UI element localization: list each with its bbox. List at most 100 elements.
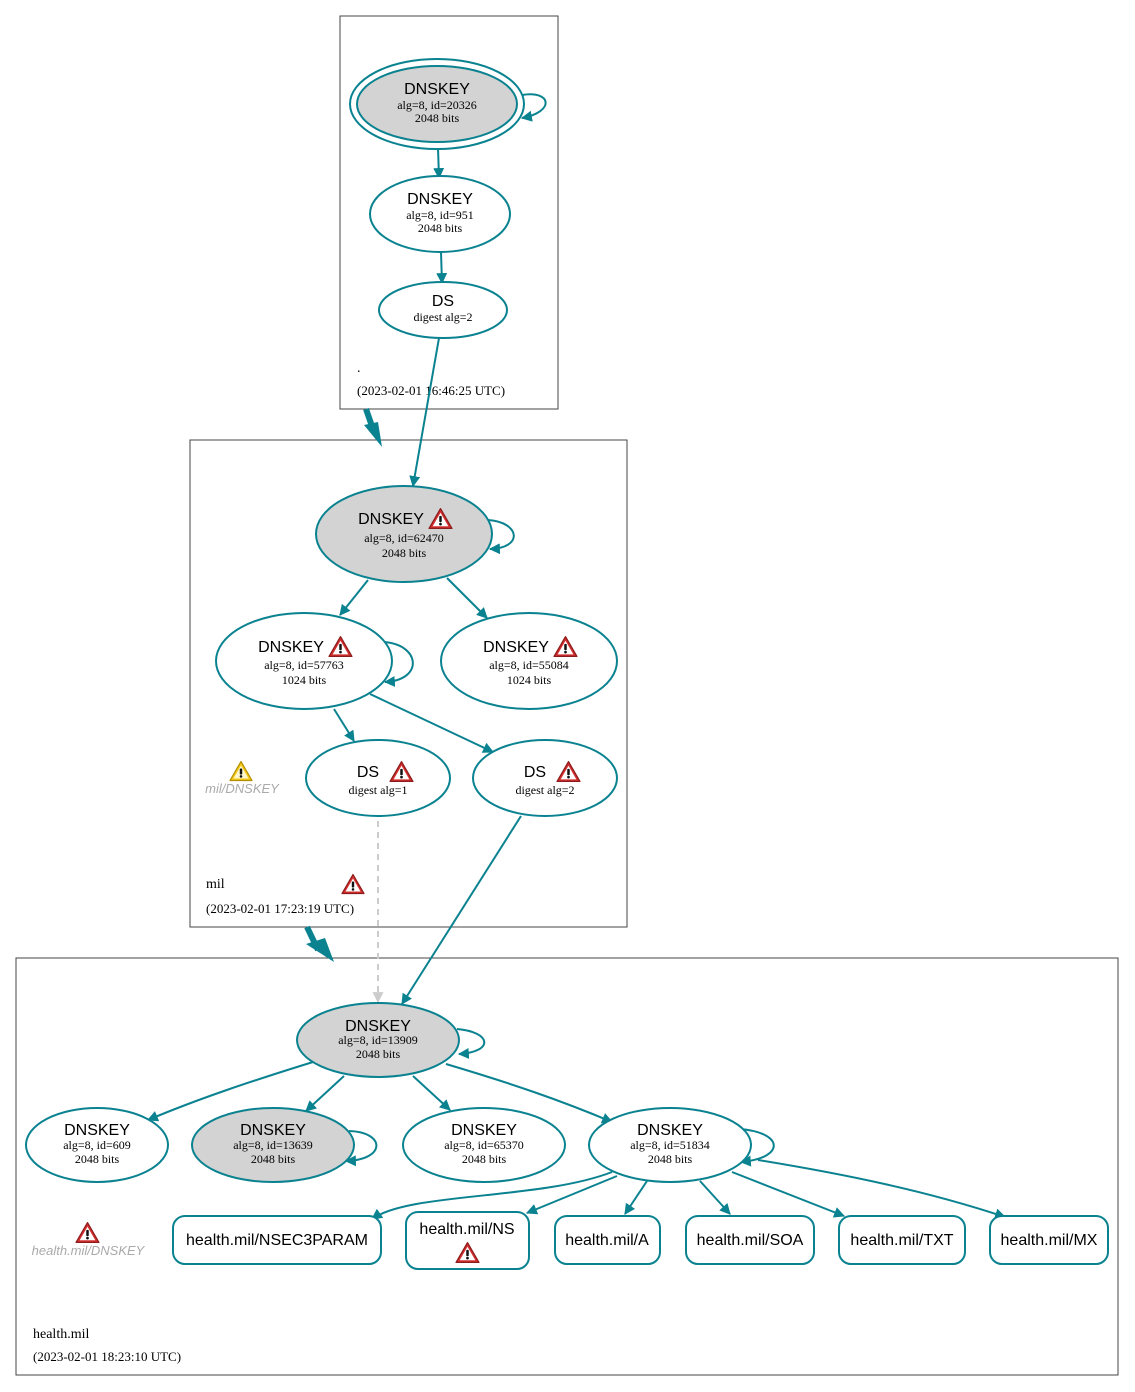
zone-root-border: [339, 15, 559, 410]
node-root-ksk-size: 2048 bits: [415, 111, 460, 125]
node-hm-k51834-title: DNSKEY: [637, 1122, 703, 1139]
edge-root-ksk-self: [520, 93, 547, 122]
node-mil-ds1-title: DS: [357, 764, 379, 781]
edge-k51834-nsec3param: [371, 1171, 613, 1220]
ghost-mil-dnskey-warning-icon: [229, 760, 253, 782]
node-mil-k55084[interactable]: DNSKEY alg=8, id=55084 1024 bits: [440, 612, 618, 710]
rrset-ns[interactable]: health.mil/NS: [405, 1211, 530, 1270]
edge-k51834-ns: [525, 1175, 618, 1215]
edge-hm-k51834-self: [738, 1128, 775, 1167]
rrset-soa[interactable]: health.mil/SOA: [685, 1215, 815, 1265]
edge-root-zsk-ds: [436, 251, 448, 285]
node-mil-ksk-detail: alg=8, id=62470: [364, 531, 444, 545]
node-hm-k65370[interactable]: DNSKEY alg=8, id=65370 2048 bits: [402, 1107, 566, 1183]
rrset-mx[interactable]: health.mil/MX: [989, 1215, 1109, 1265]
zone-root-name: .: [357, 361, 361, 376]
zone-mil-name: mil: [206, 877, 225, 892]
node-root-ds[interactable]: DS digest alg=2: [378, 281, 508, 339]
rrset-ns-label: health.mil/NS: [419, 1221, 514, 1238]
rrset-a-label: health.mil/A: [565, 1232, 649, 1249]
edge-mil-ds2-health-ksk: [401, 815, 522, 1005]
node-mil-ds2-detail: digest alg=2: [515, 783, 574, 797]
node-hm-k51834-size: 2048 bits: [648, 1152, 693, 1166]
edge-mil-k1-self: [381, 641, 414, 687]
node-root-zsk[interactable]: DNSKEY alg=8, id=951 2048 bits: [369, 175, 511, 253]
zone-health-mil: health.mil (2023-02-01 18:23:10 UTC): [15, 957, 1119, 1376]
edge-hm-ksk-k13639: [305, 1075, 345, 1112]
edge-mil-k1-ds1: [333, 708, 355, 742]
edge-root-ds-mil-ksk: [409, 337, 440, 488]
node-hm-ksk-size: 2048 bits: [356, 1047, 401, 1061]
rrset-nsec3param-label: health.mil/NSEC3PARAM: [186, 1232, 368, 1249]
node-mil-k57763[interactable]: DNSKEY alg=8, id=57763 1024 bits: [215, 612, 393, 710]
zone-root: . (2023-02-01 16:46:25 UTC): [339, 15, 559, 410]
node-root-ksk-title: DNSKEY: [404, 81, 470, 98]
zone-root-timestamp: (2023-02-01 16:46:25 UTC): [357, 383, 505, 398]
rrset-txt-label: health.mil/TXT: [850, 1232, 953, 1249]
rrset-mx-label: health.mil/MX: [1001, 1232, 1098, 1249]
node-hm-k609-detail: alg=8, id=609: [63, 1138, 131, 1152]
node-mil-k1-detail: alg=8, id=57763: [264, 658, 344, 672]
node-mil-ds2[interactable]: DS digest alg=2: [472, 739, 618, 817]
zone-health-timestamp: (2023-02-01 18:23:10 UTC): [33, 1349, 181, 1364]
node-hm-ksk-detail: alg=8, id=13909: [338, 1033, 418, 1047]
node-hm-k13639[interactable]: DNSKEY alg=8, id=13639 2048 bits: [191, 1107, 355, 1183]
node-hm-k609[interactable]: DNSKEY alg=8, id=609 2048 bits: [25, 1107, 169, 1183]
rrset-nsec3param[interactable]: health.mil/NSEC3PARAM: [172, 1215, 382, 1265]
node-root-ksk[interactable]: DNSKEY alg=8, id=20326 2048 bits: [349, 58, 525, 150]
node-root-ds-detail: digest alg=2: [413, 310, 472, 324]
rrset-txt[interactable]: health.mil/TXT: [838, 1215, 966, 1265]
node-hm-k51834[interactable]: DNSKEY alg=8, id=51834 2048 bits: [588, 1107, 752, 1183]
edge-k51834-txt: [731, 1171, 846, 1218]
node-mil-ds1[interactable]: DS digest alg=1: [305, 739, 451, 817]
edge-mil-ksk-k2: [446, 577, 488, 619]
edge-root-ksk-zsk: [433, 147, 445, 180]
node-hm-k65370-size: 2048 bits: [462, 1152, 507, 1166]
edge-hm-ksk-k51834: [445, 1063, 614, 1124]
edge-k51834-mx: [757, 1159, 1007, 1220]
node-hm-k65370-detail: alg=8, id=65370: [444, 1138, 524, 1152]
node-mil-k2-detail: alg=8, id=55084: [489, 658, 569, 672]
zone-mil-error-icon[interactable]: [341, 873, 365, 895]
zone-health-name: health.mil: [33, 1327, 89, 1342]
node-mil-k1-size: 1024 bits: [282, 673, 327, 687]
node-mil-k1-title: DNSKEY: [258, 639, 324, 656]
ghost-health-dnskey[interactable]: health.mil/DNSKEY: [32, 1221, 146, 1258]
edges: [146, 93, 1007, 1220]
edge-mil-k1-ds2: [369, 693, 494, 753]
node-mil-k2-size: 1024 bits: [507, 673, 552, 687]
zone-mil: mil (2023-02-01 17:23:19 UTC): [189, 439, 628, 928]
node-hm-ksk-title: DNSKEY: [345, 1018, 411, 1035]
edge-hm-ksk-k65370: [412, 1075, 451, 1111]
edge-k51834-a: [624, 1180, 648, 1215]
edge-mil-ksk-self: [487, 519, 515, 555]
node-root-zsk-detail: alg=8, id=951: [406, 208, 474, 222]
ghost-health-dnskey-label: health.mil/DNSKEY: [32, 1243, 146, 1258]
node-hm-k13639-detail: alg=8, id=13639: [233, 1138, 313, 1152]
node-root-ds-title: DS: [432, 293, 454, 310]
ghost-mil-dnskey[interactable]: mil/DNSKEY: [205, 760, 280, 797]
node-mil-ds1-detail: digest alg=1: [348, 783, 407, 797]
edge-hm-ksk-k609: [146, 1061, 314, 1122]
zone-health-border: [15, 957, 1119, 1376]
node-hm-k13639-size: 2048 bits: [251, 1152, 296, 1166]
zone-mil-border: [189, 439, 628, 928]
delegation-root-mil-head: [364, 422, 382, 447]
node-mil-ksk-title: DNSKEY: [358, 511, 424, 528]
node-hm-k609-size: 2048 bits: [75, 1152, 120, 1166]
node-hm-k65370-title: DNSKEY: [451, 1122, 517, 1139]
rrset-a[interactable]: health.mil/A: [554, 1215, 661, 1265]
ghost-health-dnskey-error-icon: [75, 1221, 100, 1244]
ghost-mil-dnskey-label: mil/DNSKEY: [205, 781, 280, 796]
node-mil-ksk-size: 2048 bits: [382, 546, 427, 560]
node-root-zsk-size: 2048 bits: [418, 221, 463, 235]
edge-k51834-soa: [699, 1180, 731, 1215]
node-hm-k609-title: DNSKEY: [64, 1122, 130, 1139]
rrset-soa-label: health.mil/SOA: [697, 1232, 804, 1249]
node-hm-ksk[interactable]: DNSKEY alg=8, id=13909 2048 bits: [296, 1002, 460, 1078]
node-mil-k2-title: DNSKEY: [483, 639, 549, 656]
edge-hm-k13639-self: [344, 1130, 378, 1167]
edge-mil-ksk-k1: [339, 579, 369, 616]
node-mil-ksk[interactable]: DNSKEY alg=8, id=62470 2048 bits: [315, 485, 493, 583]
